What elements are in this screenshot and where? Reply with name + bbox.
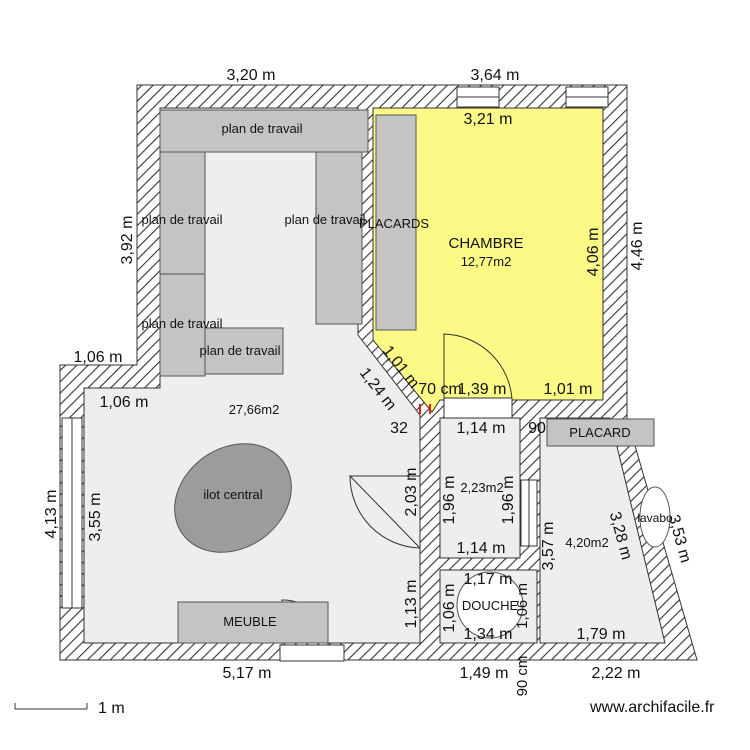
dim-left-upper: 3,92 m [119, 216, 136, 265]
dim-step-left-top: 1,06 m [74, 349, 123, 366]
right-room-floor [539, 417, 666, 644]
red-door-marker [419, 404, 431, 414]
dim-right-diag-2: 3,53 m [665, 513, 694, 565]
dim-top-left: 3,20 m [227, 67, 276, 84]
closets [375, 114, 417, 331]
dim-small-32: 32 [390, 420, 408, 437]
dim-shower-right: 1,06 m [514, 583, 531, 629]
dim-bottom-mid: 1,49 m [460, 665, 509, 682]
bathroom-door [348, 475, 421, 549]
placard-label: PLACARD [569, 425, 630, 440]
counter-small [204, 327, 284, 375]
main-area: 27,66m2 [229, 402, 280, 417]
counter-mid-label: plan de travail [285, 212, 366, 227]
counter-left [159, 151, 206, 275]
dim-shower-top: 1,17 m [464, 571, 513, 588]
lavabo-label: lavabo [637, 511, 673, 525]
dim-left-inner: 3,55 m [87, 493, 104, 542]
dim-bedroom-right-bottom: 1,01 m [544, 381, 593, 398]
dim-top-right: 3,64 m [471, 67, 520, 84]
dim-bath-right: 1,96 m [500, 476, 517, 525]
bedroom-name: CHAMBRE [448, 235, 523, 252]
dim-step-left-bottom: 1,06 m [100, 394, 149, 411]
dim-bath-bottom: 1,14 m [457, 540, 506, 557]
ilot-label: ilot central [203, 487, 262, 502]
dim-bedroom-right: 4,06 m [585, 228, 602, 277]
scale-label: 1 m [98, 700, 125, 717]
meuble-label: MEUBLE [223, 614, 277, 629]
counter-lower-left [159, 273, 206, 377]
dim-bottom-left: 5,17 m [223, 665, 272, 682]
dim-right-bottom: 1,79 m [577, 626, 626, 643]
window-left [61, 417, 83, 609]
counter-top [159, 109, 369, 153]
dim-shower-left: 1,06 m [441, 584, 458, 633]
counter-mid [315, 151, 363, 325]
bedroom-floor [372, 107, 604, 413]
counter-small-label: plan de travail [200, 343, 281, 358]
lavabo [639, 486, 671, 548]
right-area: 4,20m2 [565, 535, 608, 550]
bathroom-floor [439, 417, 521, 559]
dim-bath-left: 1,96 m [441, 476, 458, 525]
bedroom-area: 12,77m2 [461, 254, 512, 269]
window-bath [520, 479, 538, 547]
dim-right-vert: 3,57 m [540, 522, 557, 571]
dim-bottom-right: 2,22 m [592, 665, 641, 682]
meuble [177, 601, 329, 644]
douche-label: DOUCHE [462, 598, 519, 613]
dim-bath-top: 1,14 m [457, 420, 506, 437]
dim-door-203: 2,03 m [403, 468, 420, 517]
shower-tray [456, 571, 524, 639]
dim-door-70: 70 cm [418, 381, 462, 398]
dim-shower-bottom: 1,34 m [464, 626, 513, 643]
counter-lower-left-label: plan de travail [142, 316, 223, 331]
dim-left-outer: 4,13 m [43, 490, 60, 539]
ilot-central [174, 443, 292, 553]
watermark: www.archifacile.fr [589, 699, 715, 716]
closets-label: PLACARDS [359, 216, 429, 231]
window-top-2 [565, 86, 609, 108]
placard [546, 418, 655, 447]
scale-bar [14, 703, 88, 710]
window-bottom [279, 644, 345, 662]
bedroom-door [443, 333, 513, 419]
dim-shower-right-90: 90 cm [514, 656, 531, 697]
window-top-1 [456, 86, 500, 108]
dim-bedroom-bottom: 1,39 m [458, 381, 507, 398]
counter-top-label: plan de travail [222, 121, 303, 136]
dim-small-90: 90 [528, 420, 546, 437]
dim-right-outer: 4,46 m [629, 222, 646, 271]
dim-bedroom-top: 3,21 m [464, 111, 513, 128]
dim-shower-left-outer: 1,13 m [403, 580, 420, 629]
counter-left-label: plan de travail [142, 212, 223, 227]
bath-area: 2,23m2 [460, 480, 503, 495]
